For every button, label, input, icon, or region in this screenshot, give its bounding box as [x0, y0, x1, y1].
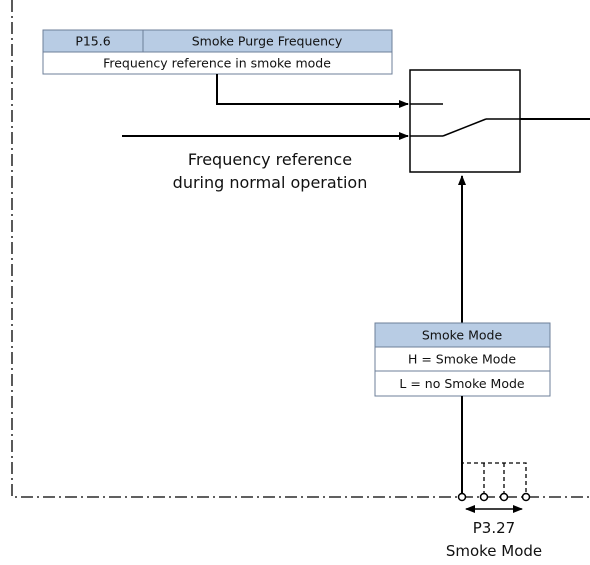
parameter-code: P15.6 [75, 34, 110, 49]
selector-code: P3.27 [473, 519, 515, 537]
frame-boundary [11, 0, 590, 498]
smoke-frequency-line [216, 74, 409, 108]
smoke-mode-title: Smoke Mode [422, 328, 503, 343]
smoke-mode-low-text: L = no Smoke Mode [399, 376, 525, 391]
terminal-1 [457, 492, 467, 502]
parameter-name: Smoke Purge Frequency [192, 34, 343, 49]
smoke-mode-header-cell [374, 322, 551, 348]
terminal-4 [521, 492, 531, 502]
smoke-mode-high-text: H = Smoke Mode [408, 352, 516, 367]
selector-name: Smoke Mode [446, 542, 542, 560]
smoke-mode-box: Smoke Mode H = Smoke Mode L = no Smoke M… [374, 322, 551, 397]
smoke-mode-low-cell [374, 370, 551, 397]
normal-reference-label-line1: Frequency reference [188, 150, 352, 169]
smoke-mode-high-cell [374, 346, 551, 372]
normal-reference-label-line2: during normal operation [173, 173, 368, 192]
switch-box [409, 69, 521, 173]
switch-block [409, 69, 521, 173]
parameter-box-p15-6: P15.6 Smoke Purge Frequency Frequency re… [42, 29, 393, 75]
terminal-2 [479, 492, 489, 502]
switch-lever [442, 118, 487, 137]
alt-connection-dashed [461, 462, 527, 493]
parameter-description: Frequency reference in smoke mode [103, 56, 331, 71]
terminal-3 [499, 492, 509, 502]
